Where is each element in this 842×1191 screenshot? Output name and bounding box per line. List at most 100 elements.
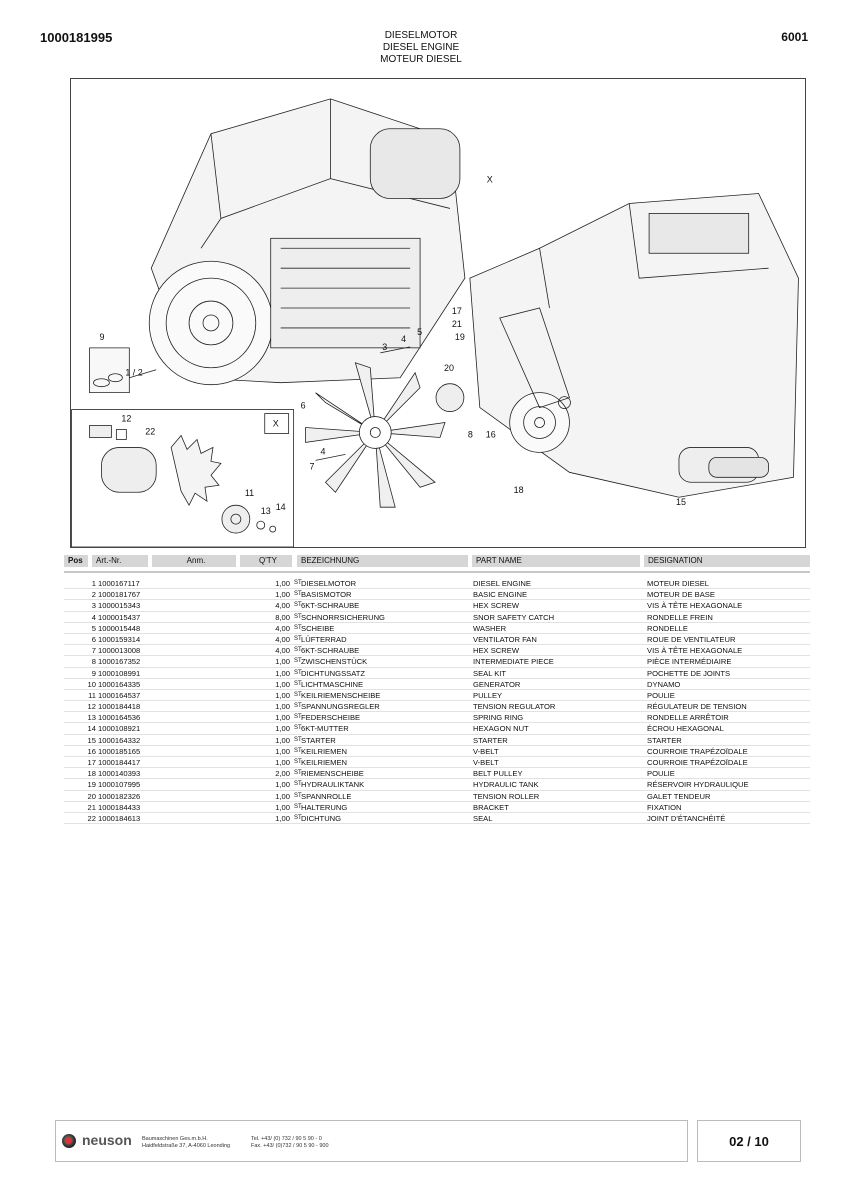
- unit-cell: ST: [294, 658, 302, 665]
- unit-cell: ST: [294, 624, 302, 631]
- page-number: 02 / 10: [697, 1120, 801, 1162]
- article-number-cell: 1000184417: [98, 758, 141, 767]
- part-name-cell: HEXAGON NUT: [473, 724, 529, 734]
- callout: 22: [145, 426, 155, 436]
- designation-cell: RONDELLE FREIN: [647, 612, 713, 622]
- unit-cell: ST: [294, 759, 302, 765]
- designation-cell: RÉSERVOIR HYDRAULIQUE: [647, 780, 749, 790]
- part-name-cell: WASHER: [473, 623, 507, 633]
- bezeichnung-cell: LÜFTERRAD: [301, 634, 347, 644]
- part-name-cell: TENSION REGULATOR: [473, 702, 556, 712]
- pos-cell: 5: [91, 623, 96, 633]
- quantity-cell: 1,00: [275, 724, 290, 734]
- quantity-cell: 1,00: [275, 668, 290, 678]
- part-name-cell: BRACKET: [473, 802, 509, 812]
- callout: 3: [382, 342, 387, 352]
- part-name-cell: HEX SCREW: [473, 646, 519, 656]
- quantity-cell: 4,00: [275, 634, 290, 644]
- article-number-cell: 1000140393: [98, 769, 141, 779]
- bezeichnung-cell: LICHTMASCHINE: [301, 679, 364, 689]
- quantity-cell: 1,00: [275, 713, 290, 723]
- designation-cell: VIS À TÊTE HEXAGONALE: [647, 601, 743, 611]
- pos-cell: 8: [91, 657, 96, 667]
- article-number-cell: 1000164335: [98, 679, 141, 689]
- unit-cell: ST: [294, 736, 302, 743]
- callout: 4: [401, 334, 406, 344]
- article-number-cell: 1000167352: [98, 657, 141, 667]
- callout: X: [487, 175, 493, 185]
- part-name-cell: BASIC ENGINE: [473, 590, 528, 600]
- article-number-cell: 1000107995: [98, 780, 141, 790]
- hex-screws: [315, 346, 411, 461]
- article-number-cell: 1000015343: [98, 601, 141, 611]
- pos-cell: 9: [91, 668, 96, 678]
- article-number-cell: 1000164332: [98, 735, 141, 745]
- col-header-part-name: PART NAME: [472, 555, 640, 567]
- part-name-cell: SEAL: [473, 813, 493, 823]
- bezeichnung-cell: 6KT-SCHRAUBE: [301, 601, 360, 611]
- quantity-cell: 1,00: [275, 802, 290, 812]
- pos-cell: 16: [87, 746, 96, 756]
- callout: 5: [417, 327, 422, 337]
- part-name-cell: SNOR SAFETY CATCH: [473, 612, 555, 622]
- unit-cell: ST: [294, 669, 302, 676]
- part-name-cell: HYDRAULIC TANK: [473, 780, 539, 790]
- callout: 16: [486, 429, 496, 439]
- pos-cell: 22: [87, 813, 96, 823]
- engine-front-view: [469, 193, 799, 498]
- quantity-cell: 1,00: [275, 702, 290, 712]
- article-number-cell: 1000164536: [98, 713, 141, 723]
- quantity-cell: 4,00: [275, 646, 290, 656]
- part-name-cell: DIESEL ENGINE: [473, 579, 531, 588]
- callout: 11: [245, 488, 254, 498]
- col-header-art: Art.-Nr.: [92, 555, 148, 567]
- callout: 15: [676, 497, 686, 507]
- callout: 7: [310, 461, 315, 471]
- col-header-designation: DESIGNATION: [644, 555, 810, 567]
- designation-cell: COURROIE TRAPÉZOÏDALE: [647, 758, 748, 767]
- phone: Tel. +43/ (0) 732 / 90 5 90 - 0: [251, 1136, 322, 1142]
- pos-cell: 14: [87, 724, 96, 734]
- quantity-cell: 1,00: [275, 590, 290, 600]
- quantity-cell: 1,00: [275, 758, 290, 767]
- article-number-cell: 1000108921: [98, 724, 141, 734]
- bezeichnung-cell: DICHTUNGSSATZ: [301, 668, 365, 678]
- callout: 1 / 2: [125, 368, 142, 378]
- designation-cell: PIÈCE INTERMÉDIAIRE: [647, 657, 732, 667]
- page-title: DIESELMOTOR DIESEL ENGINE MOTEUR DIESEL: [0, 30, 842, 66]
- bezeichnung-cell: SPANNROLLE: [301, 791, 352, 801]
- pos-cell: 4: [91, 612, 96, 622]
- designation-cell: FIXATION: [647, 802, 682, 812]
- article-number-cell: 1000108991: [98, 668, 141, 678]
- designation-cell: RONDELLE: [647, 623, 688, 633]
- callout: 12: [121, 414, 131, 424]
- callout: 21: [452, 319, 462, 329]
- pos-cell: 12: [87, 702, 96, 712]
- part-name-cell: PULLEY: [473, 690, 503, 700]
- col-header-anm: Anm.: [152, 555, 236, 567]
- designation-cell: COURROIE TRAPÉZOÏDALE: [647, 746, 748, 756]
- pos-cell: 13: [87, 713, 96, 723]
- quantity-cell: 4,00: [275, 601, 290, 611]
- part-name-cell: VENTILATOR FAN: [473, 634, 537, 644]
- pos-cell: 17: [87, 758, 96, 767]
- pos-cell: 20: [87, 791, 96, 801]
- part-name-cell: HEX SCREW: [473, 601, 519, 611]
- designation-cell: POCHETTE DE JOINTS: [647, 668, 731, 678]
- quantity-cell: 1,00: [275, 579, 290, 588]
